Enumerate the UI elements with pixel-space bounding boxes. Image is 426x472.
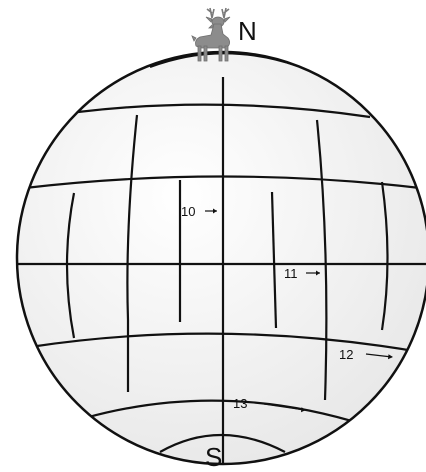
marker-10-label: 10 (181, 204, 195, 219)
marker-13-label: 13 (233, 396, 247, 411)
globe-body (17, 52, 426, 464)
north-label: N (238, 16, 257, 46)
marker-11-label: 11 (284, 266, 298, 281)
south-label: S (205, 442, 222, 472)
marker-12-label: 12 (339, 347, 353, 362)
